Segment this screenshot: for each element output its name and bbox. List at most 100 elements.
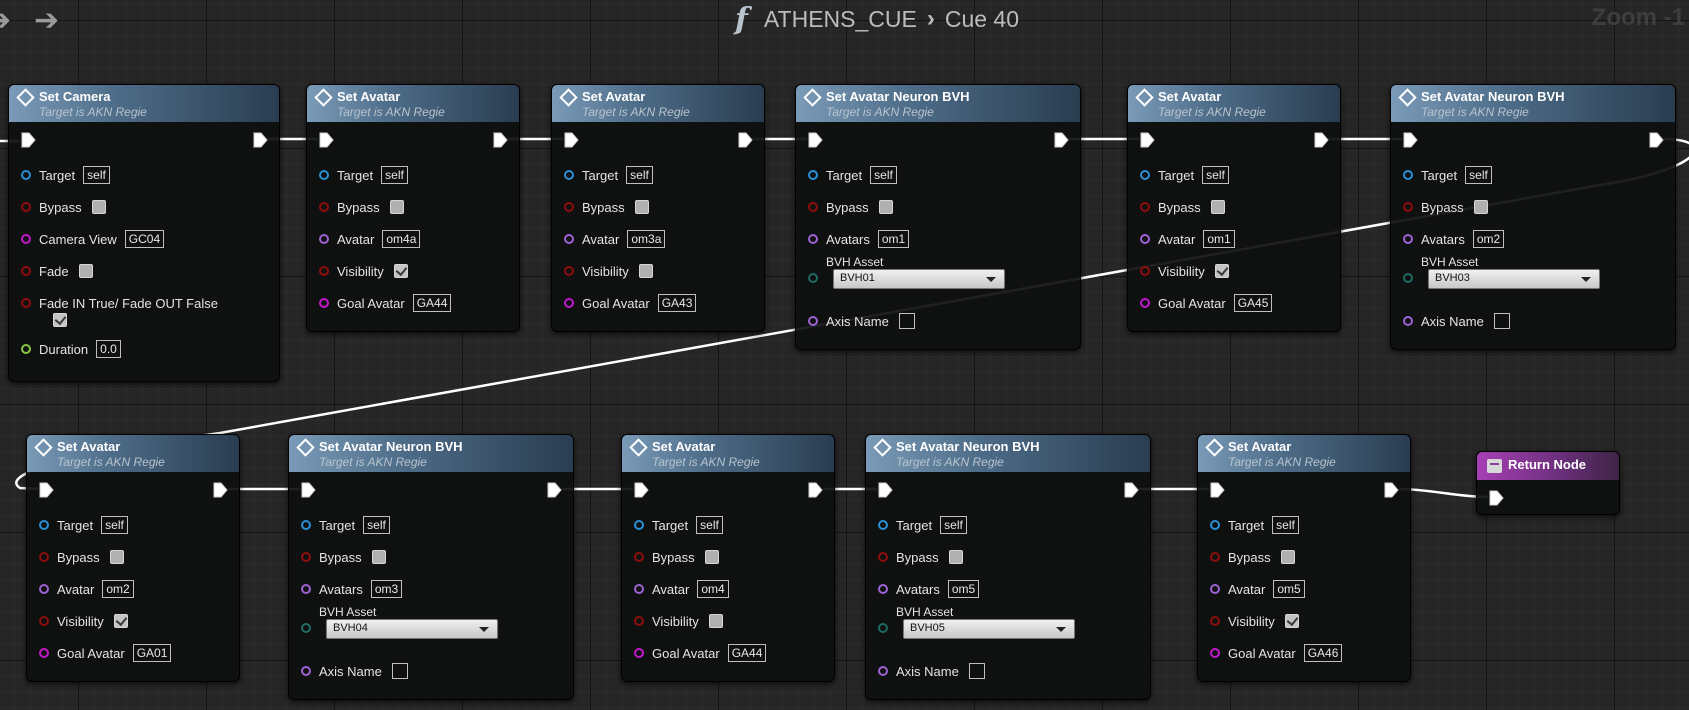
checkbox[interactable] bbox=[371, 550, 386, 564]
pin-bool-icon[interactable] bbox=[1210, 552, 1220, 562]
checkbox[interactable] bbox=[53, 313, 67, 327]
pin-bool-icon[interactable] bbox=[301, 552, 311, 562]
pin-bool-icon[interactable] bbox=[319, 266, 329, 276]
pin-default-value[interactable]: GA44 bbox=[727, 644, 767, 662]
pin-default-value[interactable]: self bbox=[940, 516, 967, 534]
pin-default-value[interactable]: om4 bbox=[697, 580, 729, 598]
exec-out-pin[interactable] bbox=[547, 482, 563, 498]
exec-out-pin[interactable] bbox=[1054, 132, 1070, 148]
checkbox[interactable] bbox=[704, 550, 719, 564]
bvh-asset-dropdown[interactable]: BVH04 bbox=[326, 619, 498, 639]
pin-default-value[interactable]: self bbox=[870, 166, 897, 184]
pin-name-icon[interactable] bbox=[634, 648, 644, 658]
pin-bool-icon[interactable] bbox=[21, 298, 31, 308]
pin-asset-icon[interactable] bbox=[1403, 273, 1413, 283]
pin-target-icon[interactable] bbox=[1140, 170, 1150, 180]
checkbox[interactable] bbox=[1280, 550, 1295, 564]
exec-in-pin[interactable] bbox=[301, 482, 317, 498]
pin-object-icon[interactable] bbox=[1210, 584, 1220, 594]
pin-name-icon[interactable] bbox=[319, 298, 329, 308]
exec-in-pin[interactable] bbox=[1403, 132, 1419, 148]
pin-name-icon[interactable] bbox=[21, 234, 31, 244]
pin-default-value[interactable]: self bbox=[101, 516, 128, 534]
checkbox[interactable] bbox=[638, 264, 653, 278]
pin-asset-icon[interactable] bbox=[301, 623, 311, 633]
exec-out-pin[interactable] bbox=[253, 132, 269, 148]
pin-object-icon[interactable] bbox=[808, 316, 818, 326]
pin-object-icon[interactable] bbox=[39, 584, 49, 594]
breadcrumb-function[interactable]: Cue 40 bbox=[944, 5, 1020, 32]
exec-out-pin[interactable] bbox=[1124, 482, 1140, 498]
pin-default-value[interactable]: self bbox=[626, 166, 653, 184]
axis-name-input[interactable] bbox=[1493, 313, 1510, 329]
pin-bool-icon[interactable] bbox=[634, 616, 644, 626]
pin-default-value[interactable]: om4a bbox=[382, 230, 421, 248]
pin-target-icon[interactable] bbox=[878, 520, 888, 530]
checkbox[interactable] bbox=[634, 200, 649, 214]
pin-bool-icon[interactable] bbox=[1403, 202, 1413, 212]
pin-object-icon[interactable] bbox=[1403, 234, 1413, 244]
pin-bool-icon[interactable] bbox=[39, 616, 49, 626]
pin-object-icon[interactable] bbox=[301, 666, 311, 676]
pin-target-icon[interactable] bbox=[808, 170, 818, 180]
pin-target-icon[interactable] bbox=[39, 520, 49, 530]
bvh-asset-dropdown[interactable]: BVH05 bbox=[903, 619, 1075, 639]
pin-object-icon[interactable] bbox=[301, 584, 311, 594]
pin-default-value[interactable]: om3 bbox=[370, 580, 403, 598]
back-arrow-icon[interactable]: ➔ bbox=[0, 3, 11, 38]
checkbox[interactable] bbox=[109, 550, 124, 564]
checkbox[interactable] bbox=[1210, 200, 1225, 214]
pin-default-value[interactable]: GA46 bbox=[1303, 644, 1343, 662]
return-node[interactable]: Return Node bbox=[1476, 451, 1620, 515]
pin-target-icon[interactable] bbox=[21, 170, 31, 180]
axis-name-input[interactable] bbox=[898, 313, 915, 329]
exec-in-pin[interactable] bbox=[564, 132, 580, 148]
pin-default-value[interactable]: GA01 bbox=[132, 644, 172, 662]
pin-default-value[interactable]: self bbox=[1465, 166, 1492, 184]
bvh-asset-dropdown[interactable]: BVH01 bbox=[833, 269, 1005, 289]
pin-object-icon[interactable] bbox=[1140, 234, 1150, 244]
pin-bool-icon[interactable] bbox=[1140, 266, 1150, 276]
pin-target-icon[interactable] bbox=[1210, 520, 1220, 530]
exec-in-pin[interactable] bbox=[1140, 132, 1156, 148]
pin-default-value[interactable]: self bbox=[363, 516, 390, 534]
pin-object-icon[interactable] bbox=[878, 666, 888, 676]
exec-out-pin[interactable] bbox=[738, 132, 754, 148]
pin-target-icon[interactable] bbox=[564, 170, 574, 180]
pin-object-icon[interactable] bbox=[808, 234, 818, 244]
pin-target-icon[interactable] bbox=[634, 520, 644, 530]
breadcrumb-graph[interactable]: ATHENS_CUE bbox=[763, 5, 917, 32]
pin-bool-icon[interactable] bbox=[634, 552, 644, 562]
pin-object-icon[interactable] bbox=[1403, 316, 1413, 326]
pin-bool-icon[interactable] bbox=[319, 202, 329, 212]
exec-in-pin[interactable] bbox=[1210, 482, 1226, 498]
pin-name-icon[interactable] bbox=[564, 298, 574, 308]
exec-out-pin[interactable] bbox=[1384, 482, 1400, 498]
pin-bool-icon[interactable] bbox=[808, 202, 818, 212]
checkbox[interactable] bbox=[78, 264, 93, 278]
pin-bool-icon[interactable] bbox=[564, 266, 574, 276]
bvh-asset-dropdown[interactable]: BVH03 bbox=[1428, 269, 1600, 289]
pin-default-value[interactable]: om5 bbox=[947, 580, 980, 598]
pin-bool-icon[interactable] bbox=[564, 202, 574, 212]
exec-in-pin[interactable] bbox=[878, 482, 894, 498]
exec-in-pin[interactable] bbox=[808, 132, 824, 148]
pin-bool-icon[interactable] bbox=[878, 552, 888, 562]
forward-arrow-icon[interactable]: ➔ bbox=[34, 4, 60, 37]
pin-target-icon[interactable] bbox=[301, 520, 311, 530]
pin-float-icon[interactable] bbox=[21, 344, 31, 354]
pin-default-value[interactable]: om3a bbox=[627, 230, 666, 248]
pin-default-value[interactable]: GA44 bbox=[412, 294, 452, 312]
pin-target-icon[interactable] bbox=[1403, 170, 1413, 180]
checkbox[interactable] bbox=[113, 614, 128, 628]
pin-object-icon[interactable] bbox=[319, 234, 329, 244]
exec-in-pin[interactable] bbox=[634, 482, 650, 498]
pin-bool-icon[interactable] bbox=[21, 266, 31, 276]
checkbox[interactable] bbox=[393, 264, 408, 278]
